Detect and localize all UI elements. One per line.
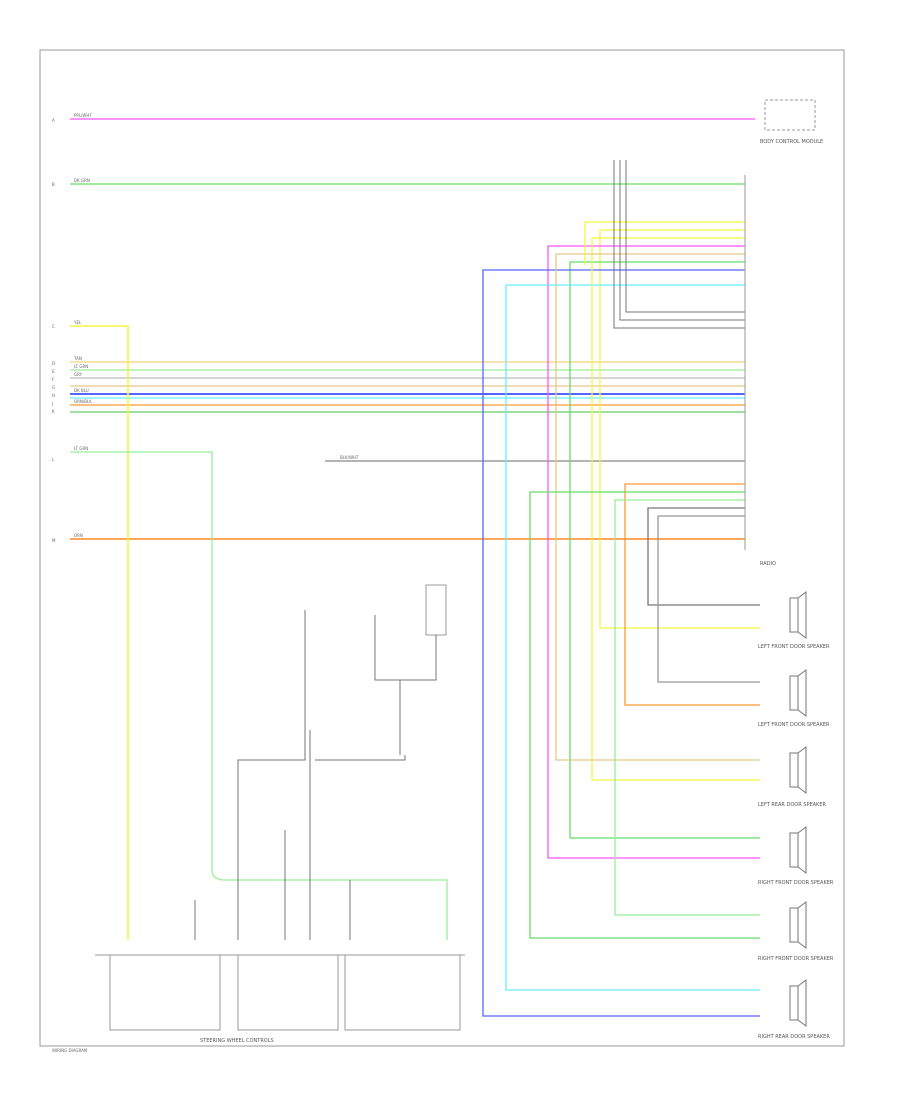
- diagram-frame: [39, 49, 845, 1047]
- speaker-rf-1: [789, 826, 807, 874]
- speaker-lf-2: [789, 669, 807, 717]
- radio-module: [425, 584, 447, 636]
- wire-speaker-4: [482, 269, 760, 1017]
- speaker-wires: [482, 221, 760, 1017]
- speakers: [789, 591, 807, 1027]
- footer-label: WIRING DIAGRAM: [52, 1048, 88, 1053]
- wire-speaker-9: [529, 491, 760, 939]
- wire-speaker-10: [614, 499, 760, 916]
- label-bcm: BODY CONTROL MODULE: [760, 139, 823, 145]
- wire-label-ltgrn2: LT GRN: [74, 446, 88, 451]
- wire-speaker-2: [547, 245, 760, 859]
- wire-label-yel: YEL: [73, 320, 82, 325]
- label-radio: RADIO: [760, 561, 776, 567]
- wire-speaker-11: [647, 507, 760, 606]
- wire-ltgrn-vertical: [70, 451, 448, 940]
- svg-text:A: A: [52, 118, 55, 123]
- steering-switch-assembly: [95, 954, 465, 1031]
- wire-speaker-1: [599, 229, 760, 629]
- wire-label-ornblk: ORN/BLK: [74, 399, 92, 404]
- svg-text:E: E: [52, 369, 55, 374]
- svg-text:G: G: [52, 385, 55, 390]
- svg-text:C: C: [52, 324, 55, 329]
- wire-speaker-6: [591, 237, 760, 781]
- svg-text:L: L: [52, 457, 55, 462]
- svg-text:F: F: [52, 377, 55, 382]
- svg-text:B: B: [52, 182, 55, 187]
- wire-label-dkgrn: DK GRN: [74, 178, 90, 183]
- wire-speaker-12: [657, 515, 760, 683]
- wire-speaker-3: [569, 261, 760, 839]
- label-speaker-1: LEFT FRONT DOOR SPEAKER: [758, 644, 830, 650]
- body-control-connector: [744, 99, 816, 550]
- wire-label-orn: ORN: [74, 533, 83, 538]
- wire-speaker-8: [624, 483, 760, 706]
- wire-label-blkwht: BLK/WHT: [340, 455, 359, 460]
- speaker-lr: [789, 746, 807, 794]
- speaker-rr: [789, 979, 807, 1027]
- label-speaker-2: LEFT FRONT DOOR SPEAKER: [758, 722, 830, 728]
- svg-text:H: H: [52, 393, 55, 398]
- wire-yel-vertical: [70, 325, 129, 940]
- label-speaker-6: RIGHT REAR DOOR SPEAKER: [758, 1034, 830, 1040]
- svg-text:K: K: [52, 409, 55, 414]
- wire-label-gry: GRY: [74, 372, 83, 377]
- wire-speaker-13: [584, 221, 745, 265]
- horizontal-wires: [70, 118, 755, 540]
- label-speaker-4: RIGHT FRONT DOOR SPEAKER: [758, 880, 834, 886]
- label-speaker-3: LEFT REAR DOOR SPEAKER: [758, 802, 826, 808]
- wire-label-tan: TAN: [73, 356, 82, 361]
- wire-label-dkblu: DK BLU: [74, 388, 89, 393]
- speaker-lf-1: [789, 591, 807, 639]
- svg-text:J: J: [51, 401, 53, 406]
- label-steering: STEERING WHEEL CONTROLS: [200, 1038, 274, 1044]
- labels: BODY CONTROL MODULE RADIO STEERING WHEEL…: [52, 113, 834, 1053]
- speaker-rf-2: [789, 901, 807, 949]
- center-components: [194, 584, 447, 940]
- left-terminals: A B C D E F G H J K L M: [51, 118, 56, 543]
- left-vertical-wires: [70, 325, 448, 940]
- wire-label-ppl: PPL/WHT: [74, 113, 92, 118]
- ground-wires: [613, 160, 745, 329]
- svg-text:M: M: [52, 538, 56, 543]
- wire-speaker-5: [505, 284, 760, 991]
- wire-label-ltgrn: LT GRN: [74, 364, 88, 369]
- svg-text:D: D: [52, 361, 55, 366]
- wire-speaker-7: [555, 253, 760, 761]
- label-speaker-5: RIGHT FRONT DOOR SPEAKER: [758, 956, 834, 962]
